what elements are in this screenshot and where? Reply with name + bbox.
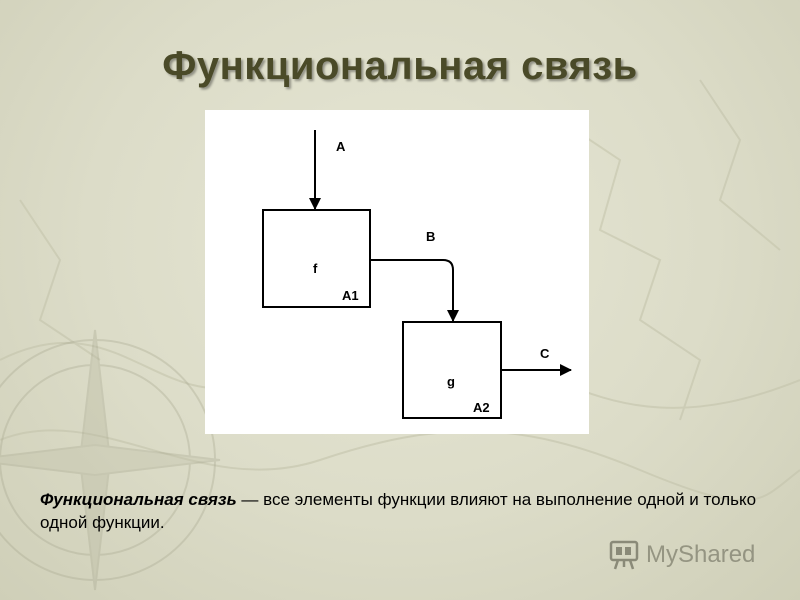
link-label-b: B [426, 229, 435, 244]
function-label-g: g [447, 374, 455, 389]
box-id-a1: A1 [342, 288, 359, 303]
function-box-a1 [262, 209, 371, 308]
presentation-board-icon [609, 540, 639, 570]
box-id-a2: A2 [473, 400, 490, 415]
definition-caption: Функциональная связь — все элементы функ… [40, 488, 760, 534]
watermark-text: MyShared [646, 541, 756, 568]
function-diagram: A f A1 B g A2 C [262, 130, 572, 419]
diagram-panel: A f A1 B g A2 C [205, 110, 589, 434]
caption-term: Функциональная связь [40, 490, 237, 509]
slide-title: Функциональная связь [162, 44, 638, 88]
link-arrow-b [370, 259, 459, 322]
input-label-a: A [336, 139, 346, 154]
output-label-c: C [540, 346, 550, 361]
caption-text: — все элементы функции влияют на выполне… [40, 490, 757, 532]
function-box-a2 [402, 321, 502, 419]
watermark: MyShared [608, 537, 755, 573]
function-label-f: f [313, 261, 318, 276]
